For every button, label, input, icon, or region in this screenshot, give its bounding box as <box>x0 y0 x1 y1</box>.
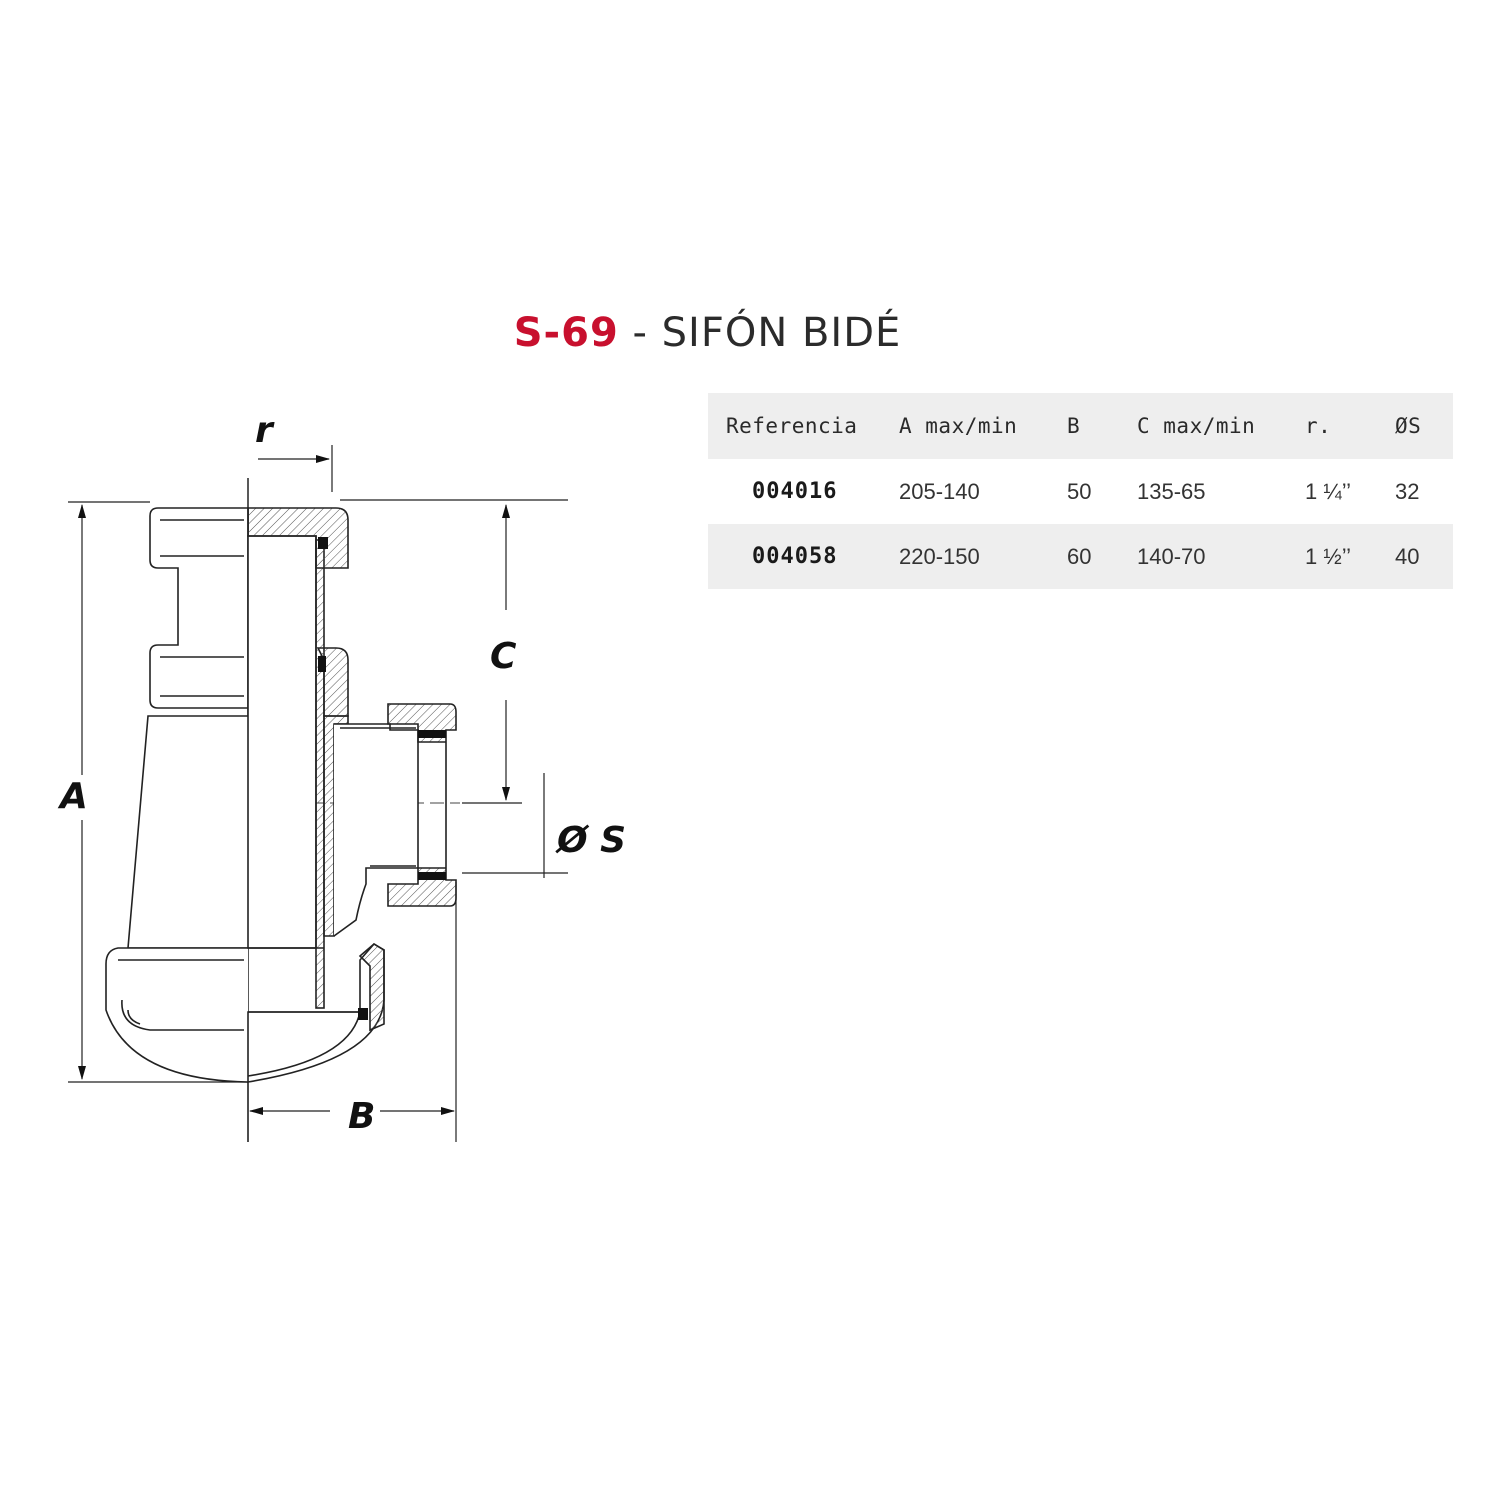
header-c: C max/min <box>1119 393 1287 459</box>
cell-r: 1 ½’’ <box>1287 524 1377 589</box>
product-code: S-69 <box>513 310 619 356</box>
page-title: S-69 - SIFÓN BIDÉ <box>0 310 1415 356</box>
table-row: 004058 220-150 60 140-70 1 ½’’ 40 <box>708 524 1453 589</box>
cell-referencia: 004016 <box>708 459 881 524</box>
siphon-technical-drawing: r A C Ø S B <box>57 410 626 1142</box>
cell-c: 140-70 <box>1119 524 1287 589</box>
cell-referencia: 004058 <box>708 524 881 589</box>
cell-b: 60 <box>1049 524 1119 589</box>
table-header-row: Referencia A max/min B C max/min r. ØS <box>708 393 1453 459</box>
cell-c: 135-65 <box>1119 459 1287 524</box>
cell-s: 40 <box>1377 524 1453 589</box>
siphon-section-half <box>247 507 457 1083</box>
header-s: ØS <box>1377 393 1453 459</box>
product-name: SIFÓN BIDÉ <box>661 310 902 356</box>
siphon-exterior-half <box>105 507 249 1083</box>
label-r: r <box>255 410 275 451</box>
table-row: 004016 205-140 50 135-65 1 ¼’’ 32 <box>708 459 1453 524</box>
header-b: B <box>1049 393 1119 459</box>
label-s: Ø S <box>555 820 626 861</box>
title-separator: - <box>618 310 662 356</box>
header-a: A max/min <box>881 393 1049 459</box>
cell-a: 220-150 <box>881 524 1049 589</box>
header-referencia: Referencia <box>708 393 881 459</box>
spec-table: Referencia A max/min B C max/min r. ØS 0… <box>708 393 1453 589</box>
cell-s: 32 <box>1377 459 1453 524</box>
cell-r: 1 ¼’’ <box>1287 459 1377 524</box>
label-b: B <box>348 1096 375 1137</box>
label-c: C <box>490 636 517 677</box>
cell-b: 50 <box>1049 459 1119 524</box>
cell-a: 205-140 <box>881 459 1049 524</box>
header-r: r. <box>1287 393 1377 459</box>
label-a: A <box>57 776 88 817</box>
